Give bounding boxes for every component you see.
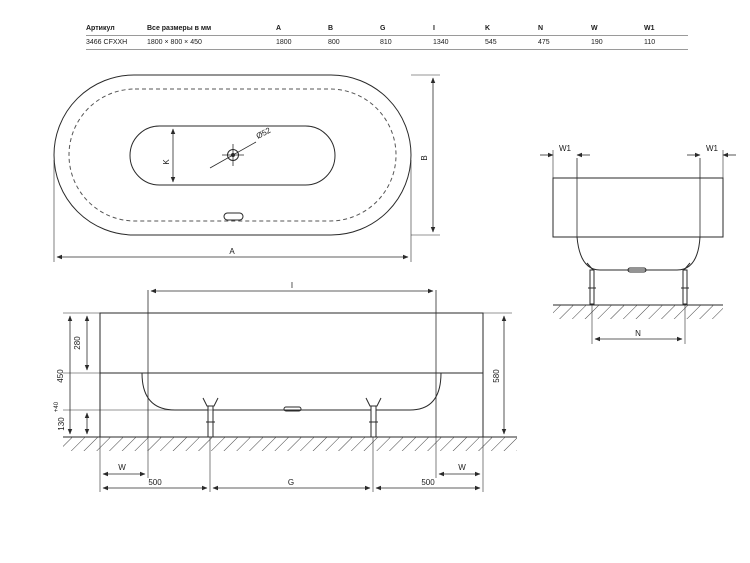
spec-value-b: 800 [328,39,340,46]
spec-value-all-dimensions: 1800 × 800 × 450 [147,39,202,46]
front-body-outline [99,312,484,438]
label-w-left: W [118,463,126,472]
spec-header-i: I [433,25,435,32]
side-view [540,150,736,344]
front-drain [283,406,302,412]
spec-header-b: B [328,25,334,32]
label-580: 580 [492,369,501,383]
label-drain-diameter: Ø52 [255,125,273,140]
label-130: 130 [57,417,66,431]
label-w1-right: W1 [706,144,719,153]
spec-header-k: K [485,25,491,32]
side-floor-hatch [553,305,723,319]
label-500-left: 500 [148,478,162,487]
tub-basin-outline [129,125,336,186]
label-k: K [162,159,171,165]
label-a: A [229,247,235,256]
front-basin-curve [141,372,442,411]
label-b: B [420,155,429,160]
spec-value-a: 1800 [276,39,292,46]
spec-value-n: 475 [538,39,550,46]
label-i: I [291,281,293,290]
label-280: 280 [73,336,82,350]
spec-table: Артикул Все размеры в мм A B G I K N W W… [86,22,688,50]
side-rim-box [552,177,724,238]
label-450: 450 [56,369,65,383]
spec-header-a: A [276,25,282,32]
label-w-right: W [458,463,466,472]
side-foot-right-bracket [683,262,691,271]
spec-header-g: G [380,25,386,32]
spec-value-g: 810 [380,39,392,46]
spec-divider [86,35,688,36]
label-g: G [288,478,294,487]
overflow-outline [223,212,244,221]
front-foot-right-bracket [365,397,382,407]
spec-header-w: W [591,25,598,32]
spec-value-k: 545 [485,39,497,46]
spec-value-article: 3466 CFXXH [86,39,128,46]
side-basin-curve [576,236,701,271]
front-view [63,288,517,492]
tub-inner-dashed-outline [68,88,397,222]
spec-value-row: 3466 CFXXH 1800 × 800 × 450 1800 800 810… [86,36,688,49]
side-drain [627,267,647,273]
label-500-right: 500 [421,478,435,487]
side-foot-left-bracket [586,262,594,271]
spec-header-all-dimensions: Все размеры в мм [147,25,212,32]
spec-value-w: 190 [591,39,603,46]
label-130-tolerance: +40 [54,401,60,412]
spec-header-n: N [538,25,544,32]
spec-header-article: Артикул [86,25,115,32]
front-floor-hatch [63,437,517,451]
label-n: N [635,329,641,338]
spec-value-w1: 110 [644,39,656,46]
spec-header-row: Артикул Все размеры в мм A B G I K N W W… [86,22,688,35]
front-foot-left-bracket [202,397,219,407]
side-foot-left [589,269,595,305]
plan-view [53,74,440,262]
spec-value-i: 1340 [433,39,449,46]
spec-header-w1: W1 [644,25,655,32]
spec-bottom-divider [86,49,688,50]
tub-outer-outline [53,74,412,236]
side-foot-right [682,269,688,305]
label-w1-left: W1 [559,144,572,153]
